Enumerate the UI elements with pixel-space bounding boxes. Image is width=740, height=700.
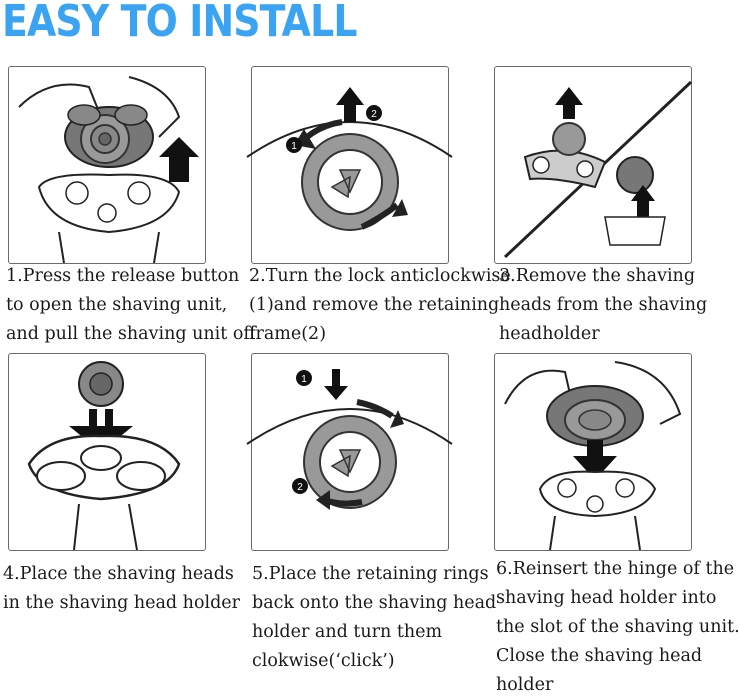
step-2-drawing: 1 2 [246, 87, 453, 231]
step-4-line: in the shaving head holder [3, 593, 241, 613]
step-4-drawing [27, 361, 181, 551]
step-3-illustration [494, 66, 693, 264]
step-2-line: 2.Turn the lock anticlockwise [249, 266, 511, 286]
step-5-badge: 1 [301, 374, 307, 385]
step-6-line: Close the shaving head [496, 646, 703, 666]
step-1-line: and pull the shaving unit off [6, 324, 256, 344]
step-2-badge: 2 [371, 109, 377, 120]
step-3-drawing [503, 80, 693, 259]
step-1-line: to open the shaving unit, [6, 295, 228, 315]
step-1-caption: 1.Press the release button to open the s… [6, 262, 256, 349]
step-2-line: (1)and remove the retaining [249, 295, 500, 315]
step-5-line: back onto the shaving head [252, 593, 497, 613]
step-4-caption: 4.Place the shaving heads in the shaving… [3, 560, 240, 618]
step-3-line: headholder [499, 324, 600, 344]
step-6-illustration [494, 353, 692, 551]
step-3-line: 3.Remove the shaving [499, 266, 696, 286]
step-5-line: holder and turn them [252, 622, 443, 642]
step-6-caption: 6.Reinsert the hinge of the shaving head… [496, 555, 740, 700]
step-2-illustration: 1 2 [246, 66, 453, 264]
step-1-line: 1.Press the release button [6, 266, 240, 286]
step-6-line: the slot of the shaving unit. [496, 617, 740, 637]
step-6-line: shaving head holder into [496, 588, 717, 608]
step-5-illustration: 1 2 [246, 353, 453, 551]
step-5-caption: 5.Place the retaining rings back onto th… [252, 560, 496, 676]
step-4-line: 4.Place the shaving heads [3, 564, 234, 584]
step-5-line: 5.Place the retaining rings [252, 564, 489, 584]
step-6-line: 6.Reinsert the hinge of the [496, 559, 735, 579]
step-5-line: clokwise(‘click’) [252, 651, 395, 671]
step-5-badge: 2 [297, 482, 303, 493]
step-2-badge: 1 [291, 141, 297, 152]
step-2-caption: 2.Turn the lock anticlockwise (1)and rem… [249, 262, 511, 349]
step-3-line: heads from the shaving [499, 295, 708, 315]
page-title: EASY TO INSTALL [2, 0, 357, 47]
step-3-caption: 3.Remove the shaving heads from the shav… [499, 262, 707, 349]
step-6-line: holder [496, 675, 554, 695]
step-1-illustration [8, 66, 206, 264]
step-5-drawing: 1 2 [246, 369, 453, 510]
step-2-line: frame(2) [249, 324, 327, 344]
step-1-drawing [18, 76, 199, 264]
step-6-drawing [504, 361, 682, 551]
step-4-illustration [8, 353, 206, 551]
